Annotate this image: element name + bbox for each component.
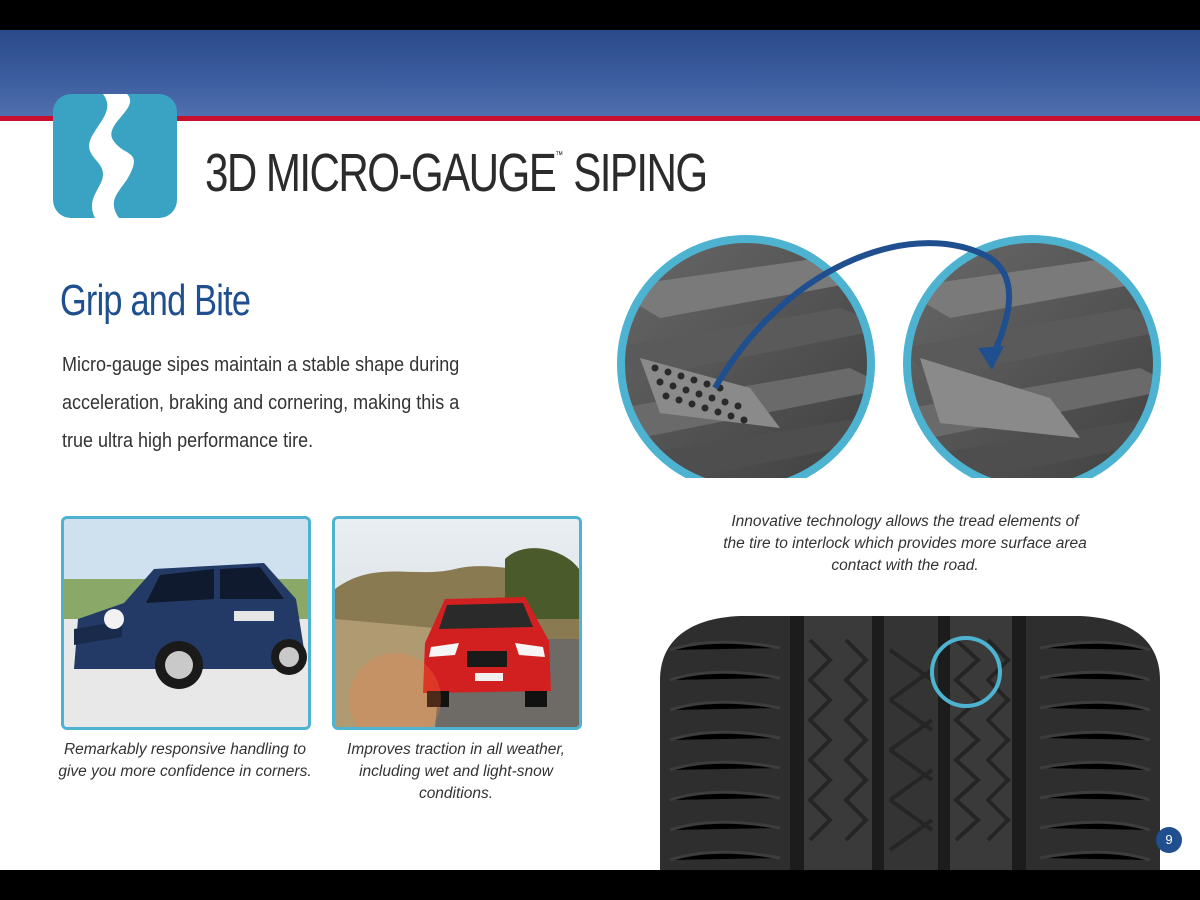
title-text: 3D MICRO-GAUGE [205, 143, 557, 203]
header-divider [0, 116, 1200, 121]
title-suffix: SIPING [563, 143, 708, 203]
tire-tread-illustration [660, 616, 1160, 870]
photo-caption-traction: Improves traction in all weather, includ… [347, 741, 565, 802]
photo-red-car [332, 516, 582, 730]
curved-arrow-icon [712, 240, 1012, 390]
page-number-badge: 9 [1156, 827, 1182, 853]
section-body-text: Micro-gauge sipes maintain a stable shap… [62, 354, 460, 452]
page-title: 3D MICRO-GAUGE™ SIPING [205, 142, 708, 204]
tread-closeup-left [621, 239, 871, 478]
tread-highlight-circle [930, 636, 1002, 708]
brochure-page: 3D MICRO-GAUGE™ SIPING Grip and Bite Mic… [0, 30, 1200, 870]
photo-caption-handling: Remarkably responsive handling to give y… [58, 741, 312, 780]
trademark-mark: ™ [555, 150, 564, 161]
tread-closeup-right [907, 239, 1157, 478]
wave-siping-icon [53, 94, 177, 218]
section-subtitle: Grip and Bite [60, 276, 251, 325]
tread-zoom-illustration [617, 235, 1161, 478]
photo-blue-car [61, 516, 311, 730]
technology-caption: Innovative technology allows the tread e… [723, 513, 1087, 574]
header-banner [0, 30, 1200, 116]
